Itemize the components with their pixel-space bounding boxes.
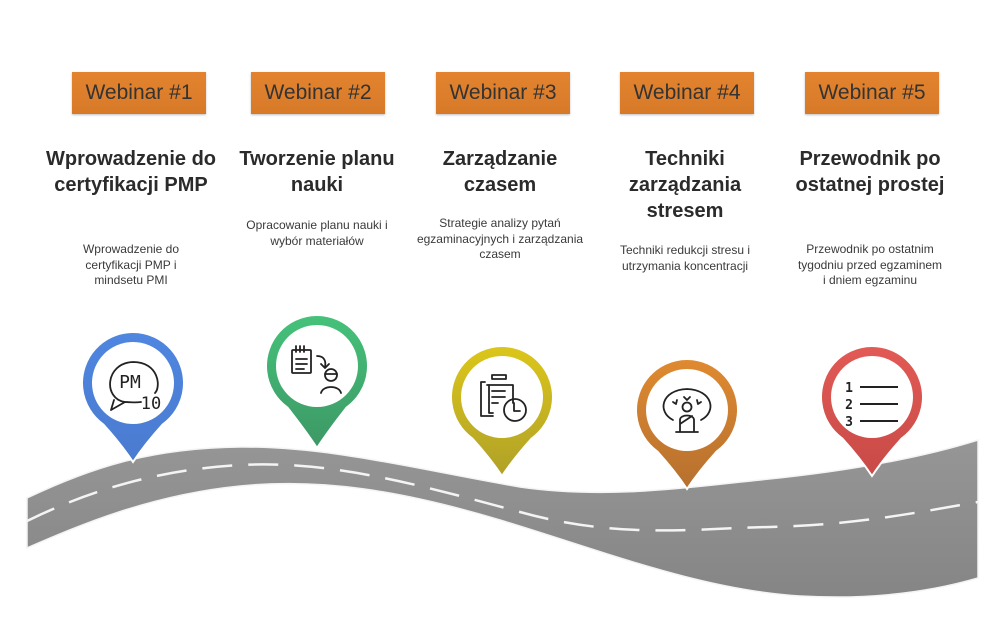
step-title-1: Wprowadzenie do certyfikacji PMP bbox=[46, 148, 216, 196]
pin-inner-circle bbox=[276, 325, 358, 407]
step-description-3: Strategie analizy pytań egzaminacyjnych … bbox=[416, 216, 584, 261]
road-center-dashes bbox=[26, 463, 979, 532]
list-number: 3 bbox=[845, 415, 853, 430]
pin-inner-circle bbox=[831, 356, 913, 438]
map-pin-2 bbox=[265, 314, 369, 450]
numbered-list-icon: 1 2 3 bbox=[845, 381, 898, 430]
webinar-badge-1: Webinar #1 bbox=[72, 72, 206, 114]
step-title-2: Tworzenie planu nauki bbox=[239, 148, 395, 196]
map-pin-3 bbox=[450, 345, 554, 478]
step-description-1: Wprowadzenie do certyfikacji PMP i minds… bbox=[82, 242, 180, 287]
map-pin-5: 1 2 3 bbox=[820, 345, 924, 478]
webinar-badge-2: Webinar #2 bbox=[251, 72, 385, 114]
step-description-5: Przewodnik po ostatnim tygodniu przed eg… bbox=[797, 242, 943, 287]
clipboard-clock-icon bbox=[480, 374, 527, 422]
webinar-badge-3: Webinar #3 bbox=[436, 72, 570, 114]
step-description-4: Techniki redukcji stresu i utrzymania ko… bbox=[619, 243, 751, 273]
pm-number: 10 bbox=[141, 394, 161, 414]
webinar-badge-4: Webinar #4 bbox=[620, 72, 754, 114]
webinar-badge-5: Webinar #5 bbox=[805, 72, 939, 114]
step-title-3: Zarządzanie czasem bbox=[442, 148, 558, 196]
map-pin-4 bbox=[635, 358, 739, 491]
step-title-5: Przewodnik po ostatnej prostej bbox=[795, 148, 945, 196]
pin-inner-circle bbox=[646, 369, 728, 451]
list-number: 1 bbox=[845, 381, 853, 396]
planner-person-icon bbox=[291, 345, 342, 394]
meditation-person-icon bbox=[662, 388, 712, 433]
step-title-4: Techniki zarządzania stresem bbox=[628, 148, 742, 222]
step-description-2: Opracowanie planu nauki i wybór materiał… bbox=[246, 218, 388, 248]
road bbox=[26, 438, 979, 598]
pm-label: PM bbox=[119, 372, 141, 393]
list-number: 2 bbox=[845, 398, 853, 413]
